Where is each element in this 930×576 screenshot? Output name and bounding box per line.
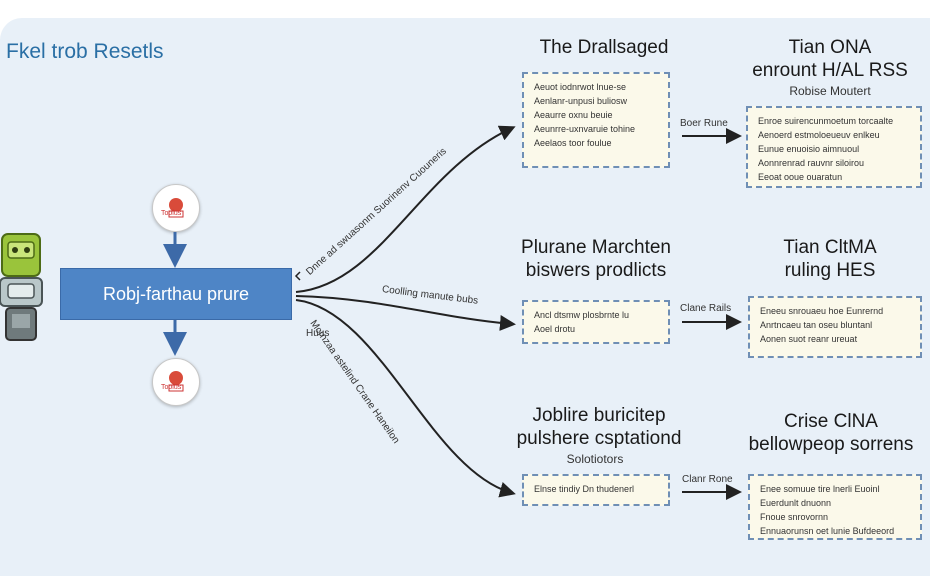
right-subhead-1: Robise Moutert — [789, 84, 871, 98]
card-line: Ancl dtsmw plosbrnte lu — [534, 310, 630, 320]
middle-heading-1: The Drallsaged — [539, 37, 669, 58]
card-line: Aeelaos toor foulue — [534, 138, 612, 148]
card-line: Eunue enuoisio aimnuoul — [758, 144, 860, 154]
bottom-badge-label: Toolus — [161, 384, 182, 391]
flow-middle — [295, 295, 516, 331]
card-line: Aenoerd estmoloeueuv enlkeu — [758, 130, 880, 140]
card-line: Enroe suirencunmoetum torcaalte — [758, 116, 894, 126]
card-line: Aeaurre oxnu beuie — [534, 110, 613, 120]
flow-label-lower-prefix: Huus — [306, 328, 330, 339]
right-heading-1: Tian ONA enrount H/AL RSS — [752, 37, 908, 81]
card-line: Enee somuue tire lnerli Euoinl — [760, 484, 880, 494]
card-line: Elnse tindiy Dn thudenerl — [534, 484, 635, 494]
robot-icon — [0, 228, 44, 346]
card-line: Aenlanr-unpusi buliosw — [534, 96, 628, 106]
right-card-1: Enroe suirencunmoetum torcaalte Aenoerd … — [746, 106, 922, 188]
card-line: Aoel drotu — [534, 324, 576, 334]
flow-lower — [295, 299, 516, 498]
card-line: Aeunrre-uxnvaruie tohine — [534, 124, 636, 134]
card-line: Eneeu snrouaeu hoe Eunrernd — [760, 306, 884, 316]
bottom-badge — [152, 358, 200, 406]
center-process-box: Robj-farthau prure — [60, 268, 292, 320]
badge-icon — [168, 198, 184, 218]
flow-upper — [295, 125, 516, 293]
card-line: Ennuaorunsn oet lunie Bufdeeord — [760, 526, 895, 536]
right-card-3: Enee somuue tire lnerli Euoinl Euerdunlt… — [748, 474, 922, 540]
card-line: Euerdunlt dnuonn — [760, 498, 832, 508]
badge-icon — [168, 371, 184, 392]
middle-subhead-3: Solotiotors — [566, 452, 624, 466]
connector-label-3: Clanr Rone — [682, 474, 733, 485]
connector-label-1: Boer Rune — [680, 118, 728, 129]
middle-heading-3: Joblire buricitep pulshere csptationd — [516, 405, 682, 449]
top-badge-label: Toolus — [161, 210, 182, 217]
card-line: Aonen suot reanr ureuat — [760, 334, 858, 344]
diagram-title: Fkel trob Resetls — [6, 40, 164, 63]
middle-card-1: Aeuot iodnrwot lnue-se Aenlanr-unpusi bu… — [522, 72, 670, 168]
card-line: Eeoat ooue ouaratun — [758, 172, 843, 182]
right-card-2: Eneeu snrouaeu hoe Eunrernd Anrtncaeu ta… — [748, 296, 922, 358]
connector-label-2: Clane Rails — [680, 303, 732, 314]
right-heading-2: Tian CltMA ruling HES — [783, 237, 877, 281]
card-line: Aonnrenrad rauvnr siloirou — [758, 158, 865, 168]
middle-card-2: Ancl dtsmw plosbrnte lu Aoel drotu — [522, 300, 670, 344]
right-heading-3: Crise ClNA bellowpeop sorrens — [748, 411, 914, 455]
middle-heading-2: Plurane Marchten biswers prodlicts — [521, 237, 671, 281]
top-badge — [152, 184, 200, 232]
middle-card-3: Elnse tindiy Dn thudenerl — [522, 474, 670, 506]
card-line: Aeuot iodnrwot lnue-se — [534, 82, 627, 92]
card-line: Fnoue snrovornn — [760, 512, 829, 522]
card-line: Anrtncaeu tan oseu bluntanl — [760, 320, 873, 330]
